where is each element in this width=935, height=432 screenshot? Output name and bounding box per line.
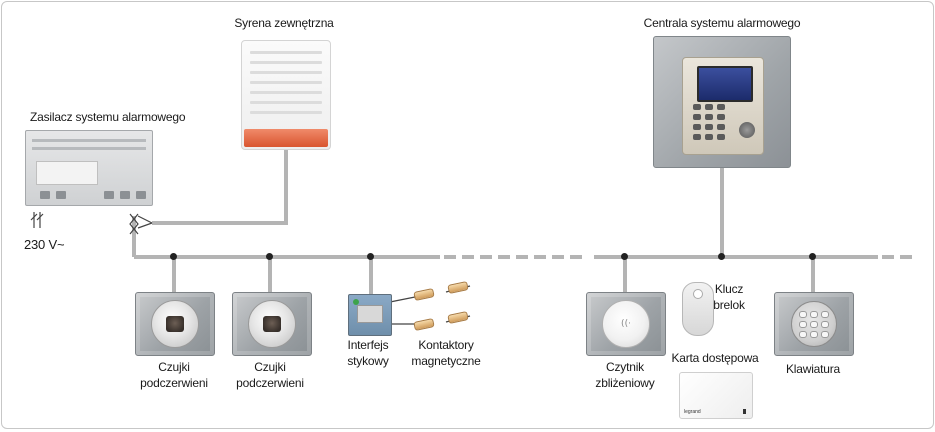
bus-dash xyxy=(480,255,492,259)
card-brand-text: legrand xyxy=(684,409,701,415)
proximity-reader: ((· xyxy=(586,292,666,356)
mains-voltage-label: 230 V~ xyxy=(24,237,65,252)
magnetic-contacts-label-line2: magnetyczne xyxy=(411,354,481,368)
magnetic-contacts-label-line1: Kontaktory xyxy=(418,338,474,352)
siren-device xyxy=(241,40,331,150)
access-card: legrand xyxy=(679,372,753,419)
bus-dash xyxy=(498,255,510,259)
key-fob-label-line1: Klucz xyxy=(714,282,744,296)
contact-interface-label-line2: stykowy xyxy=(347,354,389,368)
bus-dash xyxy=(516,255,528,259)
bus-dash xyxy=(570,255,582,259)
bus-node xyxy=(621,253,628,260)
central-camera-icon xyxy=(739,122,755,138)
proximity-reader-label-line2: zbliżeniowy xyxy=(595,376,655,390)
keypad-label: Klawiatura xyxy=(785,362,841,376)
key-fob-label-line2: brelok xyxy=(713,298,745,312)
pir-sensor-2-label-line2: podczerwieni xyxy=(236,376,304,390)
pir-sensor-2-label-line1: Czujki xyxy=(254,360,286,374)
pir-sensor-1-label-line2: podczerwieni xyxy=(140,376,208,390)
bus-node xyxy=(170,253,177,260)
pir-sensor-1 xyxy=(135,292,215,356)
central-panel xyxy=(682,57,764,155)
contact-interface-board xyxy=(348,294,392,336)
bus-dash xyxy=(444,255,456,259)
keypad-device xyxy=(774,292,854,356)
contact-interface-label-line1: Interfejs xyxy=(347,338,389,352)
rfid-icon: ((· xyxy=(621,319,631,329)
power-supply-label: Zasilacz systemu alarmowego xyxy=(30,110,186,124)
bus-node xyxy=(718,253,725,260)
pir-sensor-1-label-line1: Czujki xyxy=(158,360,190,374)
bus-dash xyxy=(552,255,564,259)
proximity-reader-label-line1: Czytnik xyxy=(606,360,644,374)
central-label: Centrala systemu alarmowego xyxy=(643,16,801,30)
central-screen xyxy=(697,66,753,102)
bus-node xyxy=(367,253,374,260)
access-card-label: Karta dostępowa xyxy=(671,351,759,365)
bus-node xyxy=(809,253,816,260)
key-fob xyxy=(682,282,714,336)
bus-node xyxy=(266,253,273,260)
bus-dash xyxy=(882,255,894,259)
pir-sensor-2 xyxy=(232,292,312,356)
bus-dash xyxy=(900,255,912,259)
central-unit xyxy=(653,36,791,168)
power-supply-module xyxy=(25,130,153,206)
bus-dash xyxy=(534,255,546,259)
siren-label: Syrena zewnętrzna xyxy=(234,16,334,30)
bus-dash xyxy=(462,255,474,259)
